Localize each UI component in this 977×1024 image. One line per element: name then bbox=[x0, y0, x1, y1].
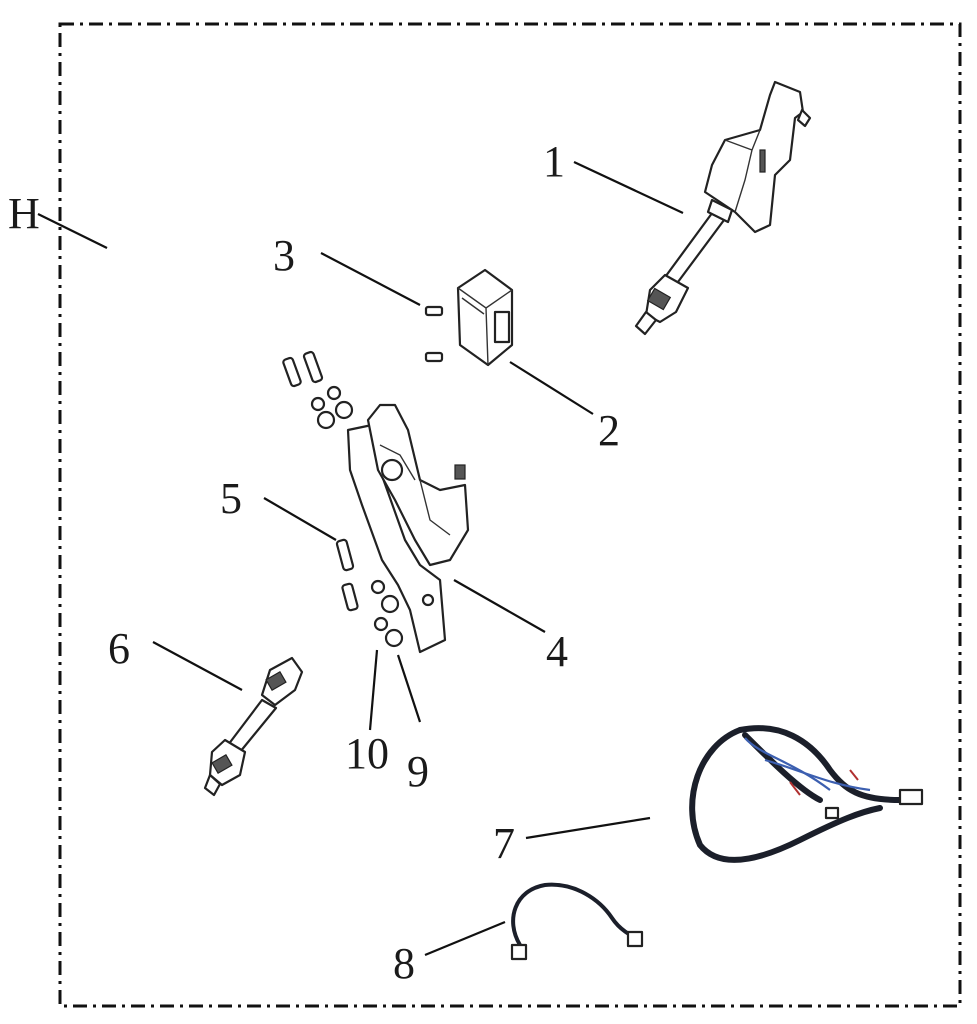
part-8-sensor-cable bbox=[510, 882, 644, 961]
callout-10: 10 bbox=[345, 729, 389, 778]
callout-2: 2 bbox=[598, 406, 620, 455]
leader-6 bbox=[152, 641, 243, 691]
callout-1: 1 bbox=[543, 137, 565, 186]
leader-1 bbox=[573, 161, 684, 214]
leader-10 bbox=[368, 649, 379, 731]
assembly-group-frame bbox=[58, 22, 962, 1008]
assembly-label-h: H bbox=[8, 189, 40, 238]
callout-9: 9 bbox=[407, 747, 429, 796]
leader-4 bbox=[453, 579, 546, 633]
part-10-washers bbox=[370, 579, 389, 632]
callout-6: 6 bbox=[108, 624, 130, 673]
callout-5: 5 bbox=[220, 474, 242, 523]
callout-8: 8 bbox=[393, 939, 415, 988]
callout-7: 7 bbox=[493, 819, 515, 868]
leader-9 bbox=[396, 654, 422, 723]
leader-2 bbox=[509, 361, 594, 415]
part-4-mount-bracket bbox=[282, 350, 470, 654]
part-9-washers bbox=[380, 594, 404, 648]
part-3-screws bbox=[424, 305, 444, 363]
callout-3: 3 bbox=[273, 231, 295, 280]
part-5-bolts bbox=[335, 538, 359, 612]
part-7-wiring-harness bbox=[689, 725, 924, 863]
leader-3 bbox=[320, 252, 421, 306]
part-2-control-module bbox=[456, 268, 514, 367]
leader-5 bbox=[263, 497, 337, 541]
leader-7 bbox=[525, 816, 651, 840]
leader-8 bbox=[424, 920, 506, 957]
leader-h bbox=[37, 213, 108, 249]
part-6-intermediate-shaft bbox=[203, 656, 304, 797]
callout-4: 4 bbox=[546, 627, 568, 676]
part-1-steering-column bbox=[634, 80, 812, 336]
